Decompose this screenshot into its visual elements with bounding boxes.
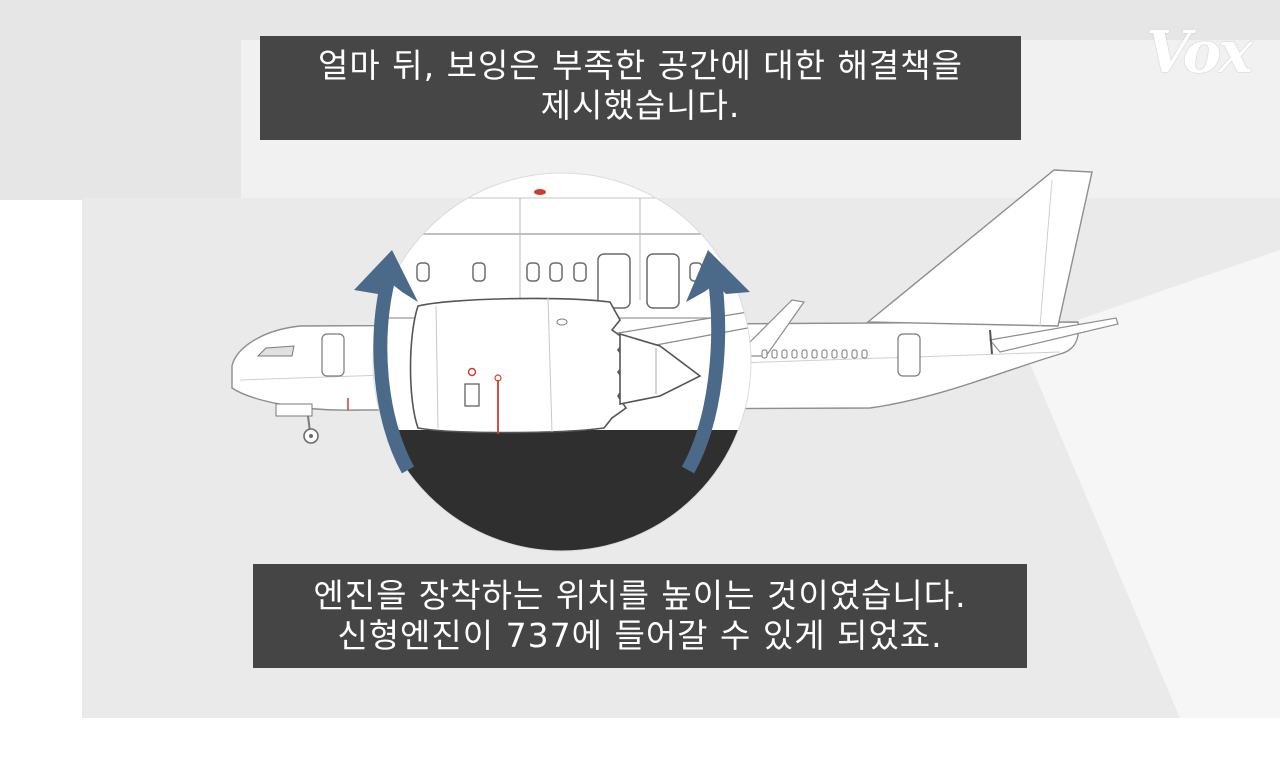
subtitle-caption-bottom: 엔진을 장착하는 위치를 높이는 것이였습니다. 신형엔진이 737에 들어갈 … <box>253 564 1027 668</box>
zoom-circle <box>373 173 751 551</box>
engine-exhaust <box>619 332 702 405</box>
subtitle-line: 얼마 뒤, 보잉은 부족한 공간에 대한 해결책을 <box>318 46 963 85</box>
background-light-band <box>1020 250 1280 718</box>
engine-nacelle <box>409 297 630 434</box>
airplane-tail-fin <box>866 169 1093 327</box>
airplane-front-door <box>321 333 345 377</box>
airplane-windows <box>761 349 868 359</box>
subtitle-caption-top: 얼마 뒤, 보잉은 부족한 공간에 대한 해결책을 제시했습니다. <box>260 36 1021 140</box>
airplane-stabilizer <box>988 317 1119 353</box>
curved-up-arrow-icon <box>681 270 726 474</box>
vox-logo: Vox <box>1146 18 1253 86</box>
curved-up-arrow-icon <box>373 270 415 474</box>
zoom-circle-border <box>372 172 752 552</box>
zoom-windows <box>416 262 703 282</box>
airplane-tail-marker <box>989 329 993 355</box>
engine-warning-mark <box>467 367 477 377</box>
subtitle-line: 엔진을 장착하는 위치를 높이는 것이였습니다. <box>313 576 967 615</box>
airplane-cockpit-window <box>256 345 295 357</box>
subtitle-line: 제시했습니다. <box>540 86 741 125</box>
engine-warning-mark-right <box>494 374 502 382</box>
airplane-nose-wheel-hub <box>309 434 313 438</box>
subtitle-line: 신형엔진이 737에 들어갈 수 있게 되었죠. <box>337 616 943 655</box>
zoom-door-left <box>597 253 631 309</box>
airplane-nose-gear-door <box>275 403 313 417</box>
airplane-tail-fin-line <box>1039 179 1053 327</box>
zoom-top-light <box>534 189 546 195</box>
left-arrow-head <box>354 250 418 302</box>
right-arrow-head <box>686 250 750 302</box>
engine-access-panel <box>464 383 480 407</box>
zoom-door-right <box>646 253 680 309</box>
airplane-rear-door <box>897 333 921 377</box>
airplane-wing <box>734 299 806 357</box>
